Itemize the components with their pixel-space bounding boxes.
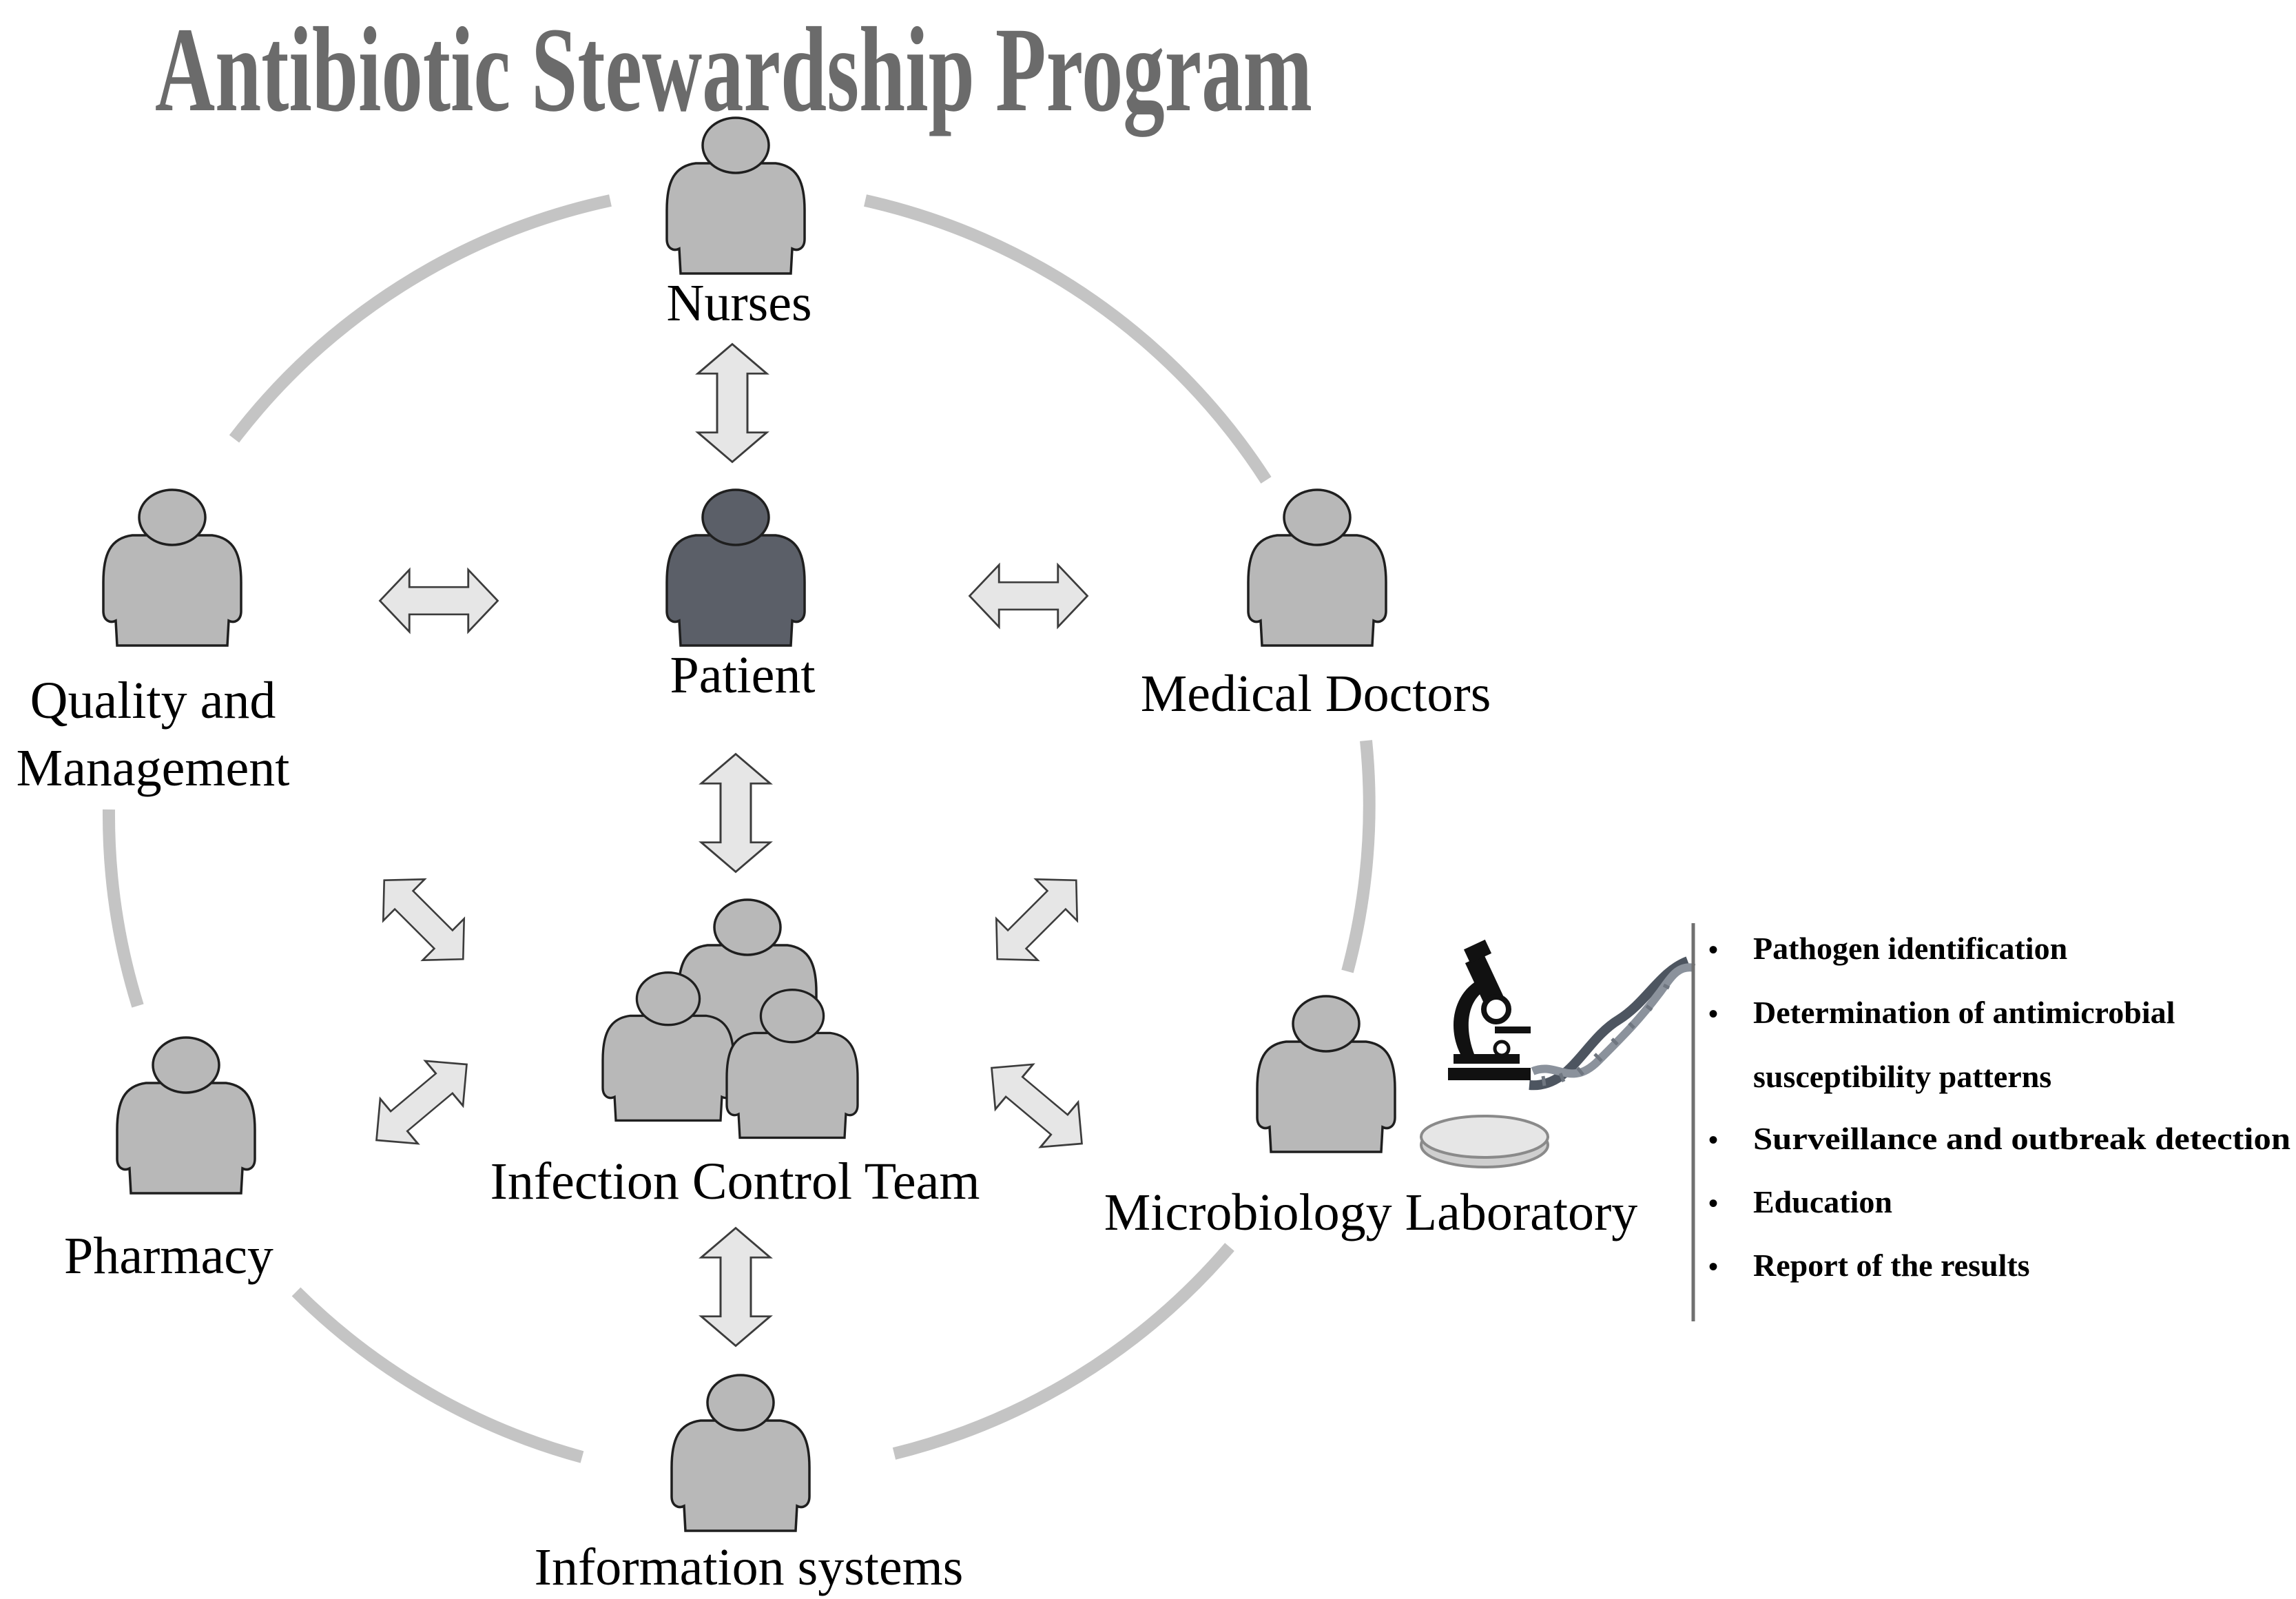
ring-arc-top-right bbox=[864, 194, 1272, 484]
ring-arc-top-left bbox=[229, 194, 612, 443]
double-arrow-icon bbox=[969, 564, 1088, 628]
person-icon bbox=[116, 1036, 256, 1195]
bullet-marker: • bbox=[1708, 1124, 1718, 1155]
list-item: susceptibility patterns bbox=[1753, 1059, 2051, 1094]
label-information-systems: Information systems bbox=[535, 1538, 964, 1596]
microscope-icon bbox=[1448, 939, 1531, 1080]
person-icon bbox=[102, 488, 242, 647]
ring-arc-bottom-left bbox=[291, 1287, 584, 1463]
bullet-marker: • bbox=[1708, 1251, 1718, 1282]
person-icon bbox=[670, 1374, 811, 1532]
label-infection-control-team: Infection Control Team bbox=[490, 1153, 980, 1210]
label-microbiology-laboratory: Microbiology Laboratory bbox=[1104, 1184, 1638, 1241]
list-item: Determination of antimicrobial bbox=[1753, 995, 2175, 1030]
program-ring bbox=[102, 194, 1376, 1463]
list-item: Report of the results bbox=[1753, 1248, 2030, 1283]
ring-arc-right bbox=[1341, 740, 1376, 973]
dna-helix-icon bbox=[1529, 956, 1696, 1091]
double-arrow-icon bbox=[356, 1041, 487, 1164]
double-arrow-icon bbox=[696, 343, 768, 463]
label-medical-doctors: Medical Doctors bbox=[1141, 665, 1491, 723]
bullet-marker: • bbox=[1708, 998, 1718, 1029]
patient-icon bbox=[665, 488, 806, 647]
label-patient: Patient bbox=[670, 646, 815, 704]
person-icon bbox=[1247, 488, 1387, 647]
double-arrow-icon bbox=[379, 568, 499, 633]
double-arrow-icon bbox=[975, 858, 1098, 981]
list-item: Education bbox=[1753, 1184, 1892, 1219]
person-icon bbox=[1256, 995, 1396, 1153]
bullet-marker: • bbox=[1708, 934, 1718, 965]
label-nurses: Nurses bbox=[666, 274, 811, 332]
petri-dish-icon bbox=[1420, 1115, 1549, 1168]
ring-arc-bottom-right bbox=[892, 1243, 1234, 1460]
diagram-title: Antibiotic Stewardship Program bbox=[155, 3, 1312, 137]
double-arrow-icon bbox=[700, 1227, 772, 1347]
bullet-marker: • bbox=[1708, 1188, 1718, 1219]
ring-arc-left bbox=[102, 809, 144, 1008]
label-quality-line1: Quality and bbox=[30, 672, 276, 730]
list-item: Surveillance and outbreak detection bbox=[1753, 1121, 2290, 1156]
person-icon bbox=[665, 116, 806, 275]
lab-functions-list: • Pathogen identification • Determinatio… bbox=[1708, 931, 2290, 1283]
double-arrow-icon bbox=[700, 753, 772, 873]
double-arrow-icon bbox=[362, 858, 485, 981]
list-item: Pathogen identification bbox=[1753, 931, 2067, 966]
label-quality-line2: Management bbox=[17, 739, 290, 797]
group-icon bbox=[601, 898, 859, 1139]
double-arrow-icon bbox=[971, 1044, 1102, 1167]
label-pharmacy: Pharmacy bbox=[64, 1227, 273, 1285]
